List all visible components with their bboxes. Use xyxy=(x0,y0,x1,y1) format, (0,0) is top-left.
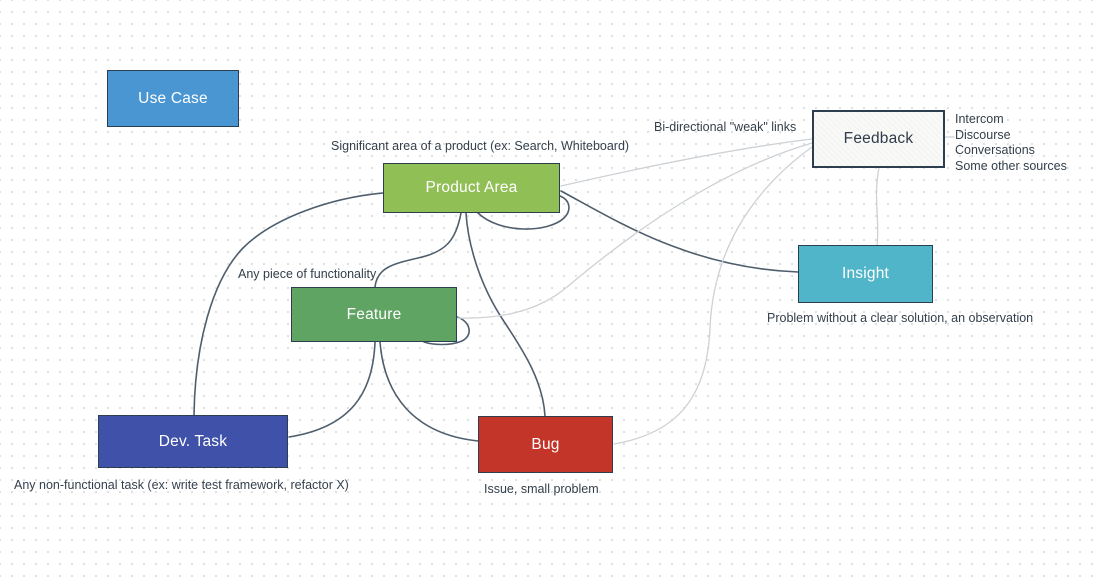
caption-weak-links[interactable]: Bi-directional "weak" links xyxy=(654,120,797,134)
edge-product-area-product-area[interactable] xyxy=(477,195,570,230)
edge-feature-bug[interactable] xyxy=(379,341,479,442)
edge-product-area-feature[interactable] xyxy=(374,212,462,288)
caption-product-area[interactable]: Significant area of a product (ex: Searc… xyxy=(331,139,630,153)
node-dev-task[interactable]: Dev. Task xyxy=(98,415,288,468)
node-feature[interactable]: Feature xyxy=(291,287,457,342)
edge-feature-feature[interactable] xyxy=(423,316,470,346)
edge-feature-dev-task[interactable] xyxy=(288,341,376,438)
caption-dev-task[interactable]: Any non-functional task (ex: write test … xyxy=(14,478,349,492)
node-feedback-label: Feedback xyxy=(843,130,914,147)
edge-product-area-bug[interactable] xyxy=(465,212,546,417)
caption-feedback-sources[interactable]: Intercom Discourse Conversations Some ot… xyxy=(955,112,1067,173)
caption-feature[interactable]: Any piece of functionality xyxy=(238,267,377,281)
node-product-area[interactable]: Product Area xyxy=(383,163,560,213)
edge-product-area-insight[interactable] xyxy=(560,190,799,273)
edge-feedback-insight[interactable] xyxy=(875,167,880,246)
node-use-case[interactable]: Use Case xyxy=(107,70,239,127)
node-product-area-label: Product Area xyxy=(425,179,518,196)
node-dev-task-label: Dev. Task xyxy=(158,432,228,450)
edge-feedback-bug[interactable] xyxy=(613,146,813,445)
node-insight[interactable]: Insight xyxy=(798,245,933,303)
node-bug-label: Bug xyxy=(531,435,560,453)
node-use-case-label: Use Case xyxy=(138,89,208,107)
node-bug[interactable]: Bug xyxy=(478,416,613,473)
edge-feedback-feature[interactable] xyxy=(457,142,813,319)
edge-product-area-dev-task[interactable] xyxy=(193,192,384,416)
node-feedback[interactable]: Feedback xyxy=(812,110,945,168)
node-insight-label: Insight xyxy=(841,265,890,282)
edge-feedback-product-area[interactable] xyxy=(560,138,813,187)
node-feature-label: Feature xyxy=(346,305,402,323)
caption-insight[interactable]: Problem without a clear solution, an obs… xyxy=(767,311,1034,325)
caption-bug[interactable]: Issue, small problem xyxy=(484,482,599,496)
